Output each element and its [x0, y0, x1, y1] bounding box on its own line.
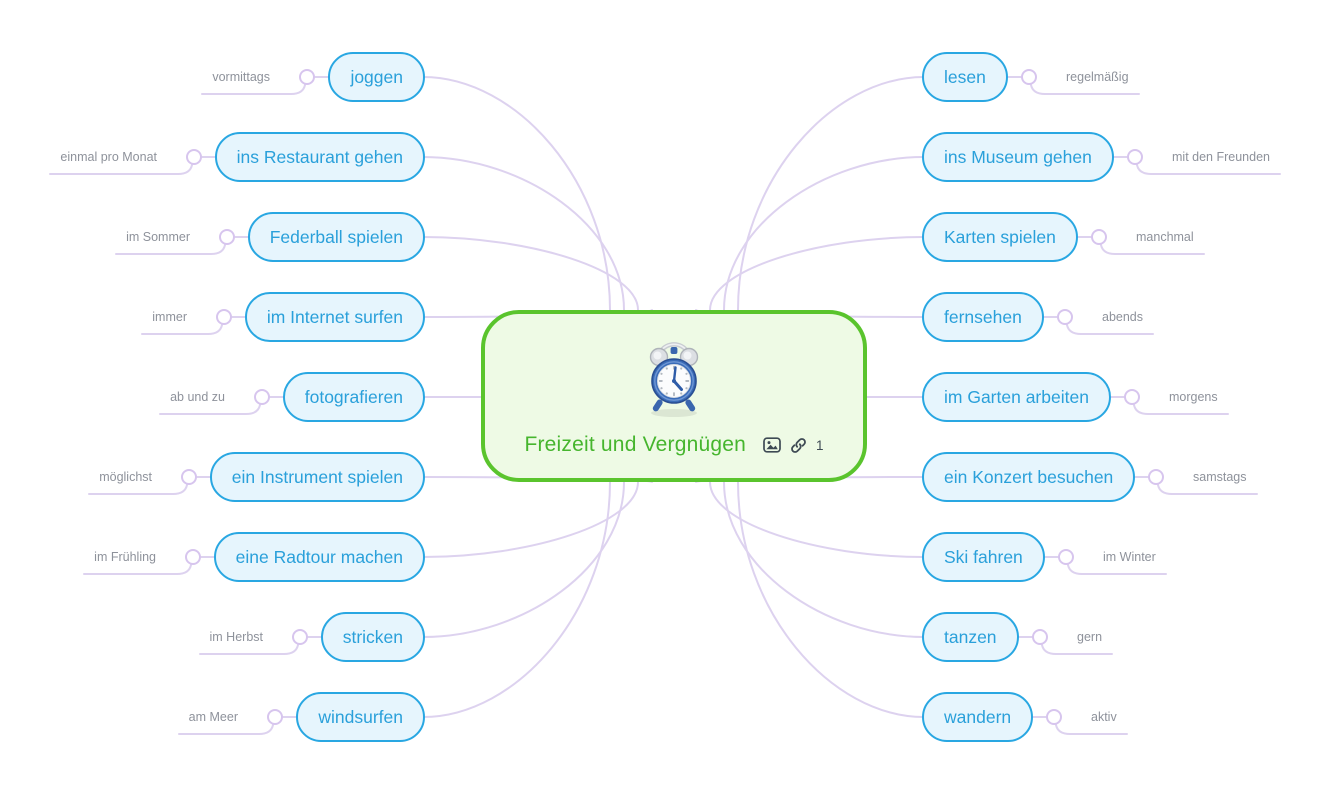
topic-node[interactable]: Karten spielen: [922, 212, 1078, 262]
picture-icon[interactable]: [763, 437, 781, 453]
connection-note[interactable]: möglichst: [99, 470, 152, 484]
central-title-row: Freizeit und Vergnügen 1: [524, 433, 823, 457]
connection-note[interactable]: abends: [1102, 310, 1144, 324]
central-topic-title[interactable]: Freizeit und Vergnügen: [524, 433, 747, 456]
topic-node[interactable]: windsurfen: [296, 692, 425, 742]
connection-note[interactable]: mit den Freunden: [1172, 150, 1270, 164]
topic-node[interactable]: wandern: [922, 692, 1034, 742]
topic-node[interactable]: ein Instrument spielen: [209, 452, 425, 502]
topic-node[interactable]: Federball spielen: [247, 212, 425, 262]
topic-node[interactable]: stricken: [320, 612, 425, 662]
topic-node[interactable]: fernsehen: [922, 292, 1044, 342]
link-count: 1: [816, 437, 824, 453]
central-attachments: 1: [763, 437, 824, 454]
topic-node[interactable]: ins Museum gehen: [922, 132, 1114, 182]
connection-note[interactable]: vormittags: [212, 70, 270, 84]
connection-note[interactable]: im Sommer: [126, 230, 190, 244]
alarm-clock-image: [649, 342, 699, 417]
connection-note[interactable]: einmal pro Monat: [60, 150, 157, 164]
topic-node[interactable]: eine Radtour machen: [213, 532, 425, 582]
connection-note[interactable]: am Meer: [188, 710, 238, 724]
topic-node[interactable]: joggen: [328, 52, 425, 102]
topic-node[interactable]: fotografieren: [282, 372, 425, 422]
central-topic[interactable]: Freizeit und Vergnügen 1: [481, 310, 867, 482]
topic-node[interactable]: im Internet surfen: [244, 292, 425, 342]
topic-node[interactable]: ein Konzert besuchen: [922, 452, 1136, 502]
connection-note[interactable]: aktiv: [1091, 710, 1117, 724]
link-icon[interactable]: [790, 437, 807, 454]
connection-note[interactable]: im Herbst: [209, 630, 263, 644]
connection-note[interactable]: regelmäßig: [1066, 70, 1129, 84]
connection-note[interactable]: gern: [1077, 630, 1103, 644]
topic-node[interactable]: tanzen: [922, 612, 1019, 662]
connection-note[interactable]: morgens: [1169, 390, 1218, 404]
topic-node[interactable]: Ski fahren: [922, 532, 1045, 582]
connection-note[interactable]: manchmal: [1136, 230, 1194, 244]
connection-note[interactable]: ab und zu: [170, 390, 225, 404]
topic-node[interactable]: lesen: [922, 52, 1008, 102]
connection-note[interactable]: im Frühling: [94, 550, 156, 564]
connection-note[interactable]: im Winter: [1103, 550, 1156, 564]
connection-note[interactable]: samstags: [1193, 470, 1247, 484]
connection-note[interactable]: immer: [152, 310, 187, 324]
topic-node[interactable]: ins Restaurant gehen: [214, 132, 425, 182]
topic-node[interactable]: im Garten arbeiten: [922, 372, 1111, 422]
